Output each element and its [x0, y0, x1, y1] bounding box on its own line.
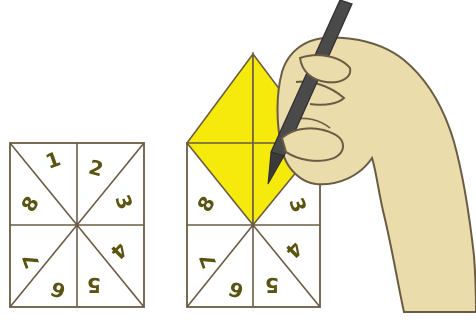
right-label-5: 5	[265, 273, 279, 297]
left-paper-square: 1 2 3 4 5 6 7 8	[10, 143, 144, 307]
left-label-5: 5	[87, 273, 101, 297]
